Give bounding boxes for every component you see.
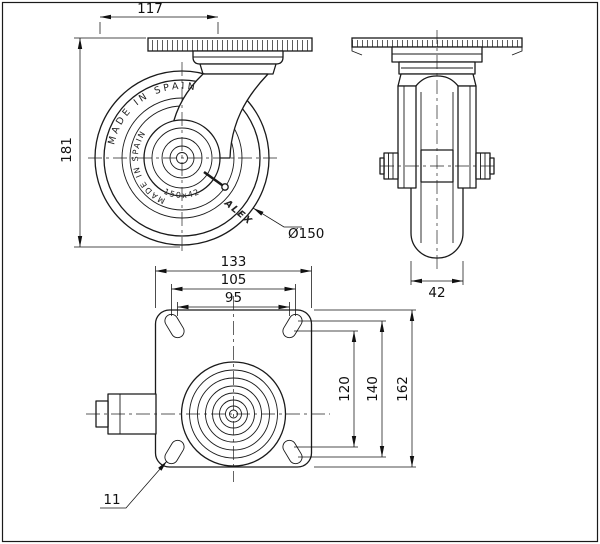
dim-133: 133 (155, 254, 312, 308)
dim-150-label: Ø150 (288, 226, 324, 242)
dim-120-label: 120 (337, 376, 353, 402)
dim-11-label: 11 (103, 492, 120, 508)
dim-diameter-150: Ø150 (252, 207, 324, 242)
dim-162: 162 (314, 309, 416, 468)
dim-140: 140 (298, 320, 386, 458)
dim-11: 11 (100, 460, 168, 509)
side-view: MADE IN SPAIN MADE IN SPAIN 150x42 ALEX … (59, 1, 324, 252)
dim-42: 42 (410, 261, 464, 301)
dim-162-label: 162 (395, 376, 411, 402)
swivel-housing-lower (199, 63, 277, 75)
bolt-slot-bl (164, 439, 185, 465)
side-top-plate (147, 37, 313, 52)
dim-120: 120 (294, 330, 358, 448)
wheel-size-text-path: 150x42 (162, 187, 200, 200)
dim-117-label: 117 (137, 1, 163, 17)
wheel-size-text: 150x42 (162, 187, 201, 200)
bolt-slot-br (282, 439, 303, 465)
front-fork-legs (397, 85, 477, 189)
swivel-housing-upper (192, 50, 284, 65)
dim-105-label: 105 (221, 272, 247, 288)
bolt-slot-tr (282, 313, 303, 339)
dim-140-label: 140 (365, 376, 381, 402)
plan-view: 133 105 95 120 140 (86, 254, 416, 509)
bolt-slots (164, 313, 303, 465)
dim-95: 95 (177, 290, 290, 316)
dim-105: 105 (171, 272, 296, 316)
front-view: 42 (351, 30, 523, 301)
dim-181-label: 181 (59, 137, 75, 163)
dim-117: 117 (99, 1, 219, 34)
plate-flange-left (351, 47, 363, 56)
plate-flange-right (511, 47, 523, 56)
dim-181: 181 (59, 37, 180, 248)
dim-95-label: 95 (225, 290, 242, 306)
grease-fitting (203, 170, 229, 191)
dim-133-label: 133 (221, 254, 247, 270)
bolt-slot-tl (164, 313, 185, 339)
dim-42-label: 42 (428, 285, 445, 301)
